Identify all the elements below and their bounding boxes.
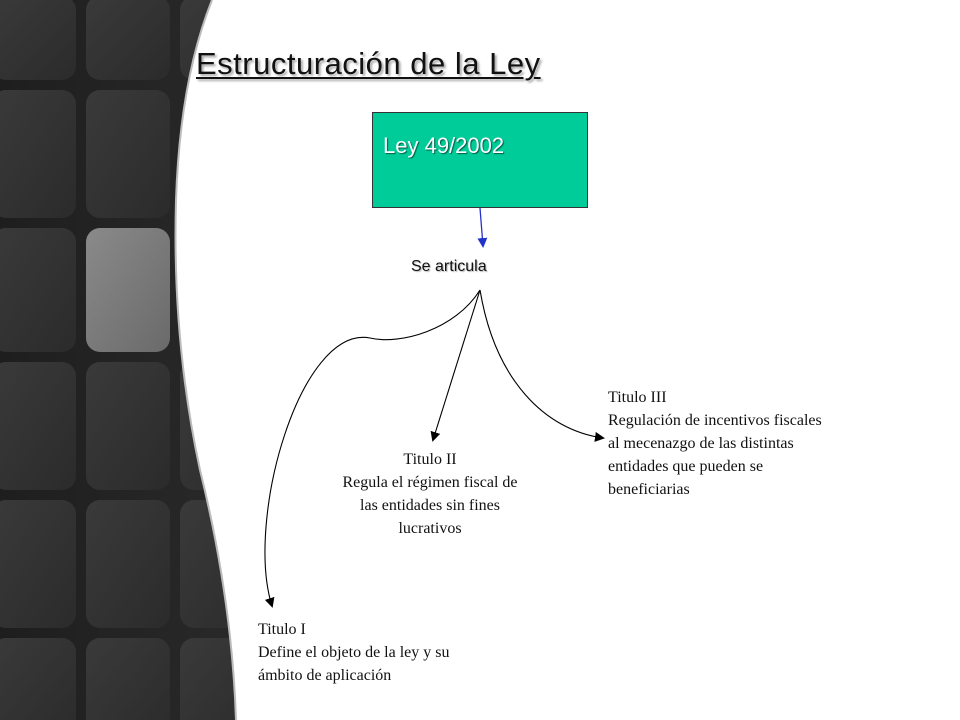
titulo-ii-line: lucrativos bbox=[398, 520, 462, 537]
law-box-label: Ley 49/2002 bbox=[383, 133, 505, 158]
titulo-iii-line: Regulación de incentivos fiscales bbox=[608, 412, 822, 429]
arrow-to-titulo-i bbox=[264, 289, 481, 608]
titulo-iii-line: beneficiarias bbox=[608, 481, 690, 498]
titulo-i-heading: Titulo I bbox=[258, 621, 306, 638]
titulo-iii-heading: Titulo III bbox=[608, 389, 667, 406]
slide-title: Estructuración de la Ley bbox=[196, 46, 541, 81]
titulo-ii-line: las entidades sin fines bbox=[360, 497, 500, 514]
titulo-i-line: ámbito de aplicación bbox=[258, 667, 392, 684]
titulo-i-line: Define el objeto de la ley y su bbox=[258, 644, 450, 661]
titulo-iii-line: al mecenazgo de las distintas bbox=[608, 435, 794, 452]
hub-label: Se articula bbox=[411, 258, 487, 275]
titulo-ii-note: Titulo II Regula el régimen fiscal de la… bbox=[310, 448, 550, 540]
titulo-i-note: Titulo I Define el objeto de la ley y su… bbox=[258, 618, 528, 687]
titulo-ii-line: Regula el régimen fiscal de bbox=[342, 474, 518, 491]
law-box: Ley 49/2002 bbox=[372, 112, 588, 208]
titulo-iii-line: entidades que pueden se bbox=[608, 458, 764, 475]
titulo-ii-heading: Titulo II bbox=[403, 451, 457, 468]
arrow-to-titulo-ii bbox=[430, 289, 481, 442]
arrow-to-titulo-iii bbox=[479, 289, 605, 442]
arrow-law-to-hub bbox=[477, 207, 488, 248]
titulo-iii-note: Titulo III Regulación de incentivos fisc… bbox=[608, 386, 888, 501]
